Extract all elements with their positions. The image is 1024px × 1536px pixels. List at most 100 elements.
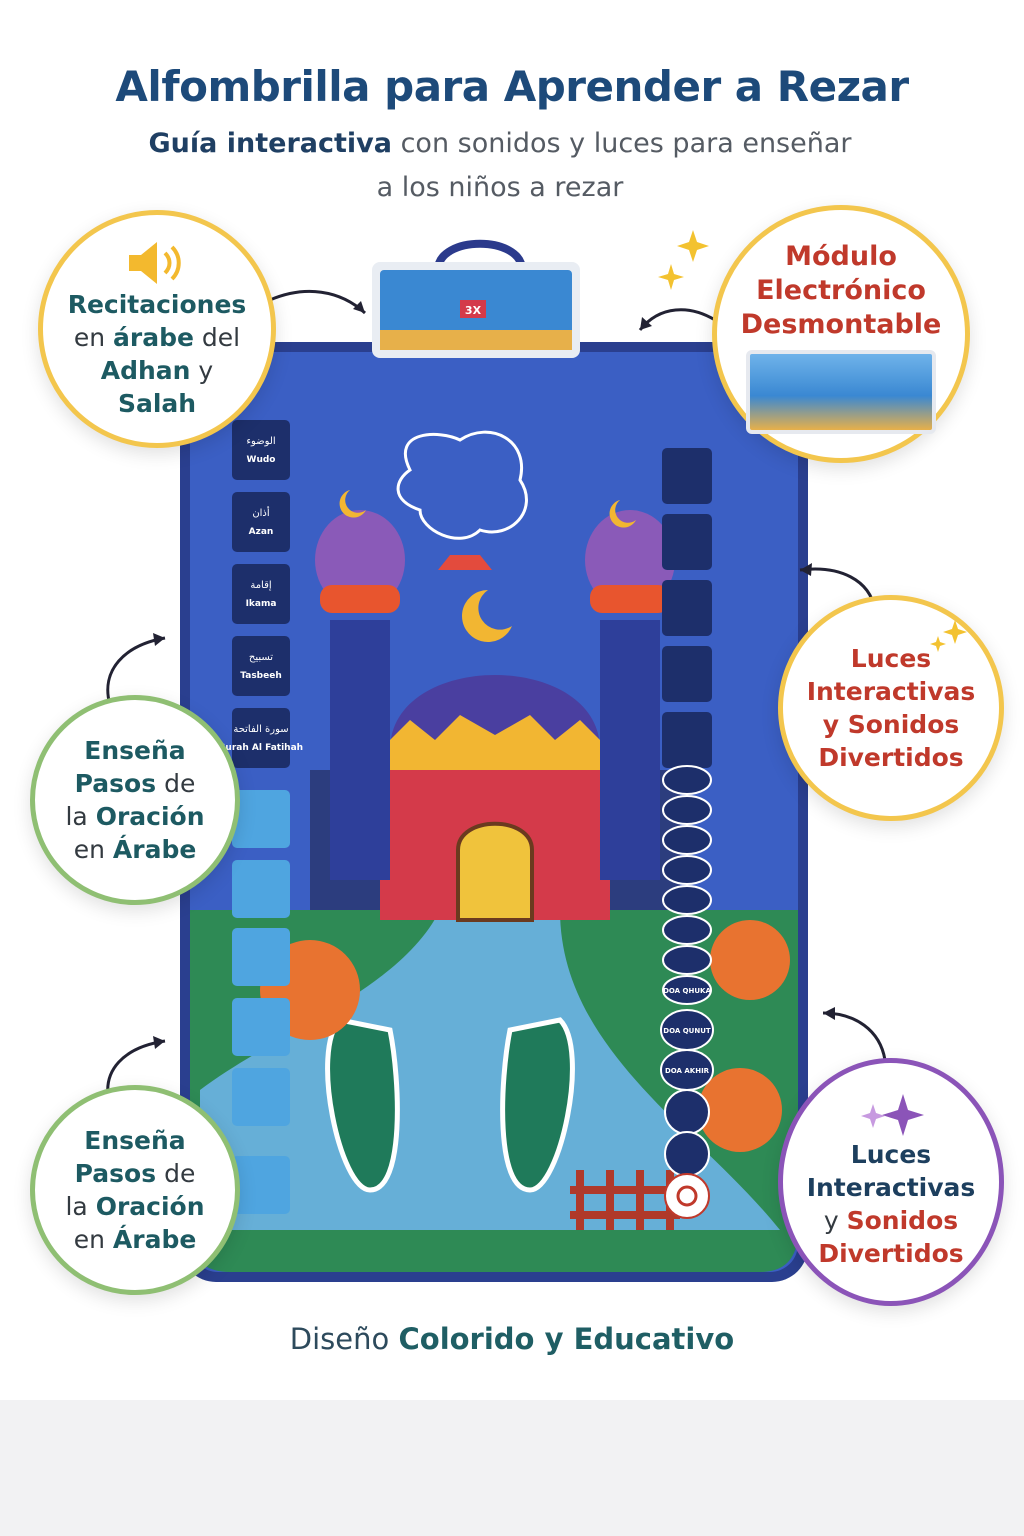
callout-recitations: Recitaciones en árabe del Adhan y Salah [38,210,276,448]
posture-button [662,646,712,702]
foot-right [500,1017,575,1193]
left-button-arabic: أذان [252,506,270,519]
arrow-lights-bottom [822,1007,887,1061]
callout-text: la [65,1192,96,1221]
step-card [232,1156,290,1214]
tower-left [330,620,390,880]
callout-text: de [156,1159,196,1188]
callout-text: Adhan [100,356,191,385]
callout-text: Salah [117,389,197,418]
posture-button [662,448,712,504]
tree-right-lower [698,1068,782,1152]
right-round-column [660,765,714,1219]
left-button-label: Ikama [246,599,277,609]
power-button [664,1173,710,1219]
left-button [232,492,290,552]
callout-steps-a: Enseña Pasos de la Oración en Árabe [30,695,240,905]
head-outline [396,430,528,540]
step-card [232,790,290,848]
left-button [232,636,290,696]
subtitle-rest: con sonidos y luces para enseñar [400,128,852,159]
callout-text: Divertidos [818,1239,964,1268]
tree-right [710,920,790,1000]
callout-lights-bottom: Luces Interactivas y Sonidos Divertidos [778,1058,1004,1306]
callout-text: Enseña [84,736,186,765]
callout-text: la [65,802,96,831]
step-card [232,860,290,918]
callout-text: Sonidos [846,1206,959,1235]
posture-button [662,712,712,768]
left-button [232,564,290,624]
callout-text: Interactivas [806,677,976,706]
prayer-mat-svg: Wudo Azan Ikama Tasbeeh Surah Al Fatihah… [180,239,808,1282]
arrow-module [638,308,716,331]
power-icon [676,1185,698,1207]
callout-text: y [190,356,214,385]
left-button-label: Wudo [247,455,276,465]
posture-button [662,514,712,570]
prayer-mat-illustration: Wudo Azan Ikama Tasbeeh Surah Al Fatihah… [140,230,820,1310]
surah-button [662,825,712,855]
tower-left-ring [320,585,400,613]
callout-module: Módulo Electrónico Desmontable [712,205,970,463]
left-button-arabic: سورة الفاتحة [233,724,288,735]
mosque-dome [390,675,600,750]
callout-text: árabe [113,323,194,352]
left-button-arabic: إقامة [250,580,272,591]
subtitle-bold: Guía interactiva [148,128,392,159]
left-button-label: Surah Al Fatihah [219,743,303,753]
fence [570,1170,680,1230]
callout-text: en [73,1225,113,1254]
left-button [232,708,290,768]
crescent-center [462,590,512,642]
left-button-column [232,420,290,768]
callout-text: Módulo [785,241,897,272]
callout-text: Desmontable [740,309,942,340]
sparkle-icon [930,620,967,652]
sparkle-icon [658,230,709,290]
surah-button [662,795,712,825]
mat-handle [434,239,526,271]
module-ground [380,330,572,350]
foot-left [325,1017,400,1193]
left-button-label: Azan [249,527,274,537]
doa-label: DOA QHUKA [663,987,711,995]
callout-text: Pasos [74,769,157,798]
left-card-column [232,790,290,1214]
volume-button [664,1131,710,1177]
bottom-band [0,1400,1024,1536]
callout-lights-top: Luces Interactivas y Sonidos Divertidos [778,595,1004,821]
page-subtitle: Guía interactiva con sonidos y luces par… [90,122,910,210]
callout-text: Recitaciones [67,290,247,319]
module-badge: 3X [465,304,482,317]
light-button [664,1089,710,1135]
footer-tagline: Diseño Colorido y Educativo [0,1322,1024,1356]
mosque-door [456,821,534,922]
tower-right [600,620,660,880]
callout-text: Oración [95,1192,205,1221]
step-card [232,1068,290,1126]
callout-text: Árabe [112,1225,197,1254]
doa-label: DOA AKHIR [665,1067,710,1075]
sparkle-icon [861,1094,924,1136]
posture-button [662,580,712,636]
surah-button [662,885,712,915]
callout-text: Enseña [84,1126,186,1155]
arrow-steps-a [106,633,166,706]
callout-text: Electrónico [756,275,926,306]
callout-text: en [73,323,114,352]
callout-text: del [193,323,241,352]
surah-button [662,765,712,795]
page-title: Alfombrilla para Aprender a Rezar [115,62,909,111]
module-badge-bg [460,300,486,318]
mosque-crown [390,715,600,770]
left-button-arabic: الوضوء [246,436,275,447]
right-posture-column [662,448,712,768]
callout-text: Divertidos [818,743,964,772]
surah-button [662,855,712,885]
crescent-right [609,500,636,528]
step-card [232,928,290,986]
footer-plain: Diseño [289,1322,399,1356]
step-card [232,998,290,1056]
nose-mark [438,555,492,570]
